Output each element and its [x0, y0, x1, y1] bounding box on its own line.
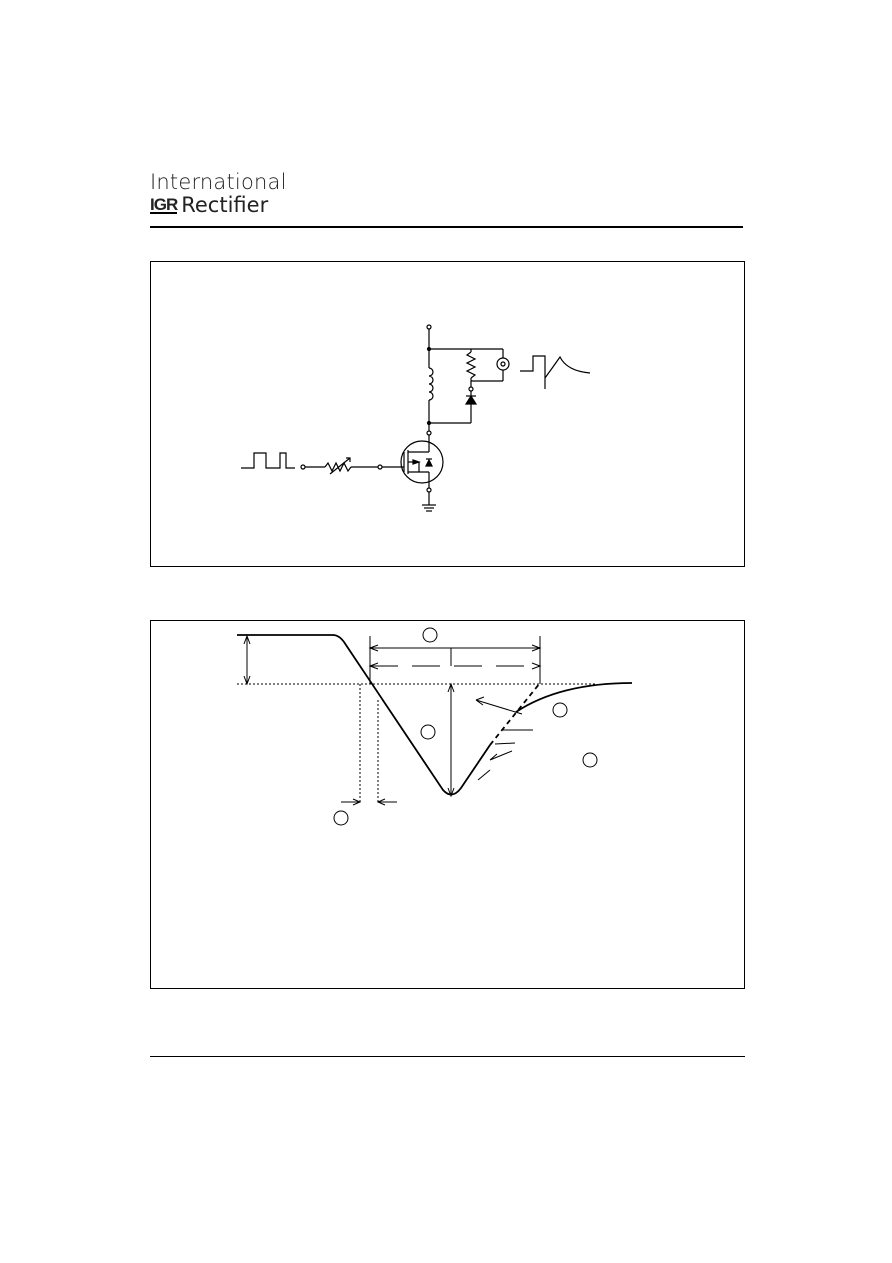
inductor-coil	[428, 367, 434, 401]
callout-circle-1	[422, 627, 438, 643]
current-curve-tail	[515, 682, 633, 713]
figure-test-circuit-frame	[150, 261, 745, 567]
current-curve-dashed	[489, 682, 541, 746]
callout-circle-5	[333, 810, 349, 826]
drain-voltage-waveform	[520, 355, 591, 389]
brand-name-line1: International	[150, 170, 287, 194]
callout-circle-4	[582, 752, 598, 768]
callout-circle-3	[552, 702, 568, 718]
figure-waveform-frame	[150, 620, 745, 989]
callout-circle-2	[420, 724, 436, 740]
diode	[464, 394, 478, 405]
brand-name-line2: Rectifier	[181, 193, 269, 217]
snubber-resistor	[465, 351, 477, 379]
footer-divider	[150, 1056, 745, 1057]
test-circuit-schematic	[241, 324, 591, 512]
supply-terminal	[426, 324, 432, 330]
brand-mark-logo: IGR	[150, 194, 178, 214]
header-divider	[150, 226, 743, 228]
brand-logo: IGR Rectifier	[150, 193, 268, 217]
switching-waveform-diagram	[237, 627, 633, 826]
mosfet-symbol	[400, 440, 444, 484]
voltmeter-icon	[496, 357, 510, 371]
current-curve-main	[237, 634, 491, 796]
gate-pulse-waveform	[241, 452, 295, 469]
